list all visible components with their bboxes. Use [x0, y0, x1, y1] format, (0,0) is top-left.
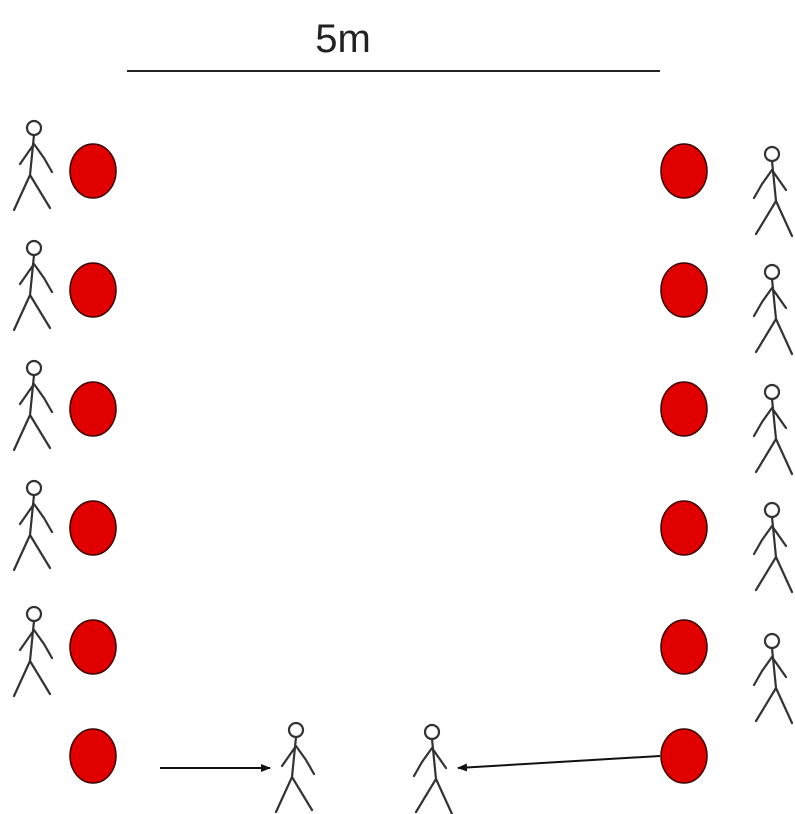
stick-figure-icon	[412, 723, 454, 814]
right-player-column	[752, 145, 794, 725]
red-cone-icon	[69, 500, 117, 556]
distance-label: 5m	[315, 17, 371, 61]
red-cone-icon	[660, 381, 708, 437]
right-cone-column	[660, 143, 708, 784]
red-cone-icon	[660, 143, 708, 199]
stick-figure-icon	[752, 632, 794, 725]
stick-figure-icon	[752, 145, 794, 238]
red-cone-icon	[69, 143, 117, 199]
red-cone-icon	[660, 500, 708, 556]
stick-figure-icon	[12, 359, 54, 452]
red-cone-icon	[69, 381, 117, 437]
stick-figure-icon	[12, 479, 54, 572]
stick-figure-icon	[752, 263, 794, 356]
red-cone-icon	[660, 728, 708, 784]
stick-figure-icon	[12, 119, 54, 212]
stick-figure-icon	[752, 383, 794, 476]
red-cone-icon	[69, 262, 117, 318]
stick-figure-icon	[12, 605, 54, 698]
stick-figure-icon	[752, 501, 794, 594]
stick-figure-icon	[12, 239, 54, 332]
red-cone-icon	[69, 619, 117, 675]
left-cone-column	[69, 143, 117, 784]
arrow-icon	[457, 755, 661, 772]
red-cone-icon	[660, 262, 708, 318]
stick-figure-icon	[274, 721, 316, 814]
red-cone-icon	[660, 619, 708, 675]
red-cone-icon	[69, 728, 117, 784]
left-player-column	[12, 119, 54, 698]
